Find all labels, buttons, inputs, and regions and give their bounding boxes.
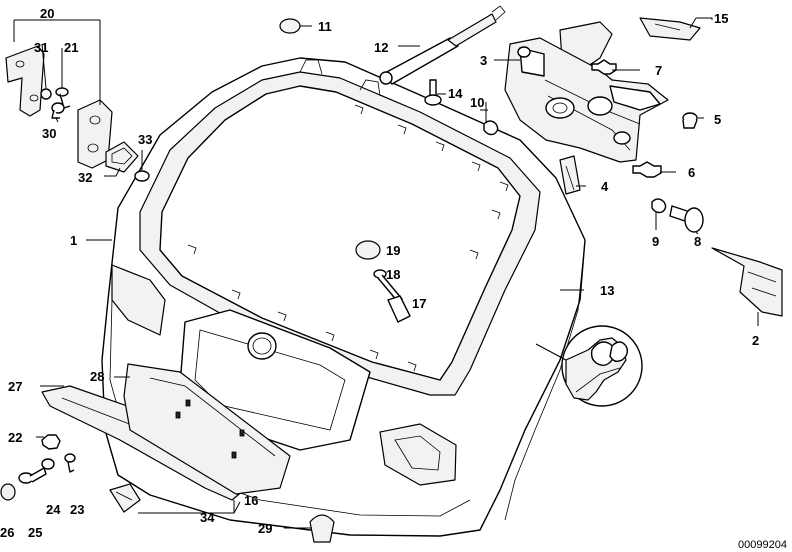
label-26: 26 — [0, 525, 14, 540]
label-12: 12 — [374, 40, 388, 55]
label-32: 32 — [78, 170, 92, 185]
label-25: 25 — [28, 525, 42, 540]
label-7: 7 — [655, 63, 662, 78]
label-30: 30 — [42, 126, 56, 141]
clip-10 — [483, 120, 499, 136]
label-21: 21 — [64, 40, 78, 55]
label-4: 4 — [601, 179, 609, 194]
label-29: 29 — [258, 521, 272, 536]
washer-31 — [40, 88, 52, 100]
label-9: 9 — [652, 234, 659, 249]
leader-lines — [13, 17, 759, 529]
diagram-reference-code: 00099204 — [738, 539, 787, 551]
rubber-buffer-11 — [279, 18, 301, 34]
bolt-30 — [51, 102, 65, 119]
bolt-21 — [55, 87, 71, 109]
label-28: 28 — [90, 369, 104, 384]
screw-25 — [18, 467, 47, 484]
label-22: 22 — [8, 430, 22, 445]
bushing-14 — [424, 79, 442, 106]
part-labels: 20 31 21 30 33 32 1 11 12 3 14 10 15 7 5… — [0, 6, 759, 540]
star-nut-upper — [591, 59, 617, 75]
seal-detail-view — [561, 325, 643, 407]
star-nut-lower — [632, 161, 662, 178]
screw-23 — [64, 453, 76, 473]
washer-24 — [41, 458, 55, 470]
clip-9 — [651, 198, 667, 214]
label-31: 31 — [34, 40, 48, 55]
hinge-bracket-group — [5, 45, 113, 169]
label-3: 3 — [480, 53, 487, 68]
label-2: 2 — [752, 333, 759, 348]
washer-33 — [134, 170, 150, 182]
label-14: 14 — [448, 86, 463, 101]
label-20: 20 — [40, 6, 54, 21]
gasket-32 — [105, 141, 139, 173]
label-23: 23 — [70, 502, 84, 517]
rubber-buffer-29 — [309, 514, 335, 543]
license-plate-holder-28 — [123, 363, 291, 495]
label-13: 13 — [600, 283, 614, 298]
label-24: 24 — [46, 502, 61, 517]
label-17: 17 — [412, 296, 426, 311]
label-27: 27 — [8, 379, 22, 394]
label-11: 11 — [318, 19, 332, 34]
label-10: 10 — [470, 95, 484, 110]
label-1: 1 — [70, 233, 77, 248]
label-8: 8 — [694, 234, 701, 249]
label-15: 15 — [714, 11, 728, 26]
label-19: 19 — [386, 243, 400, 258]
label-6: 6 — [688, 165, 695, 180]
screw-5 — [682, 112, 698, 129]
bracket-4 — [559, 155, 581, 195]
light-cover-34 — [109, 483, 141, 513]
trim-strip-27 — [41, 385, 245, 501]
label-18: 18 — [386, 267, 400, 282]
nut-22 — [41, 434, 61, 450]
hinge-pin-8 — [669, 205, 704, 233]
expanding-nut-17 — [387, 295, 411, 323]
gas-strut — [379, 5, 506, 85]
hinge-plate — [639, 17, 701, 41]
label-33: 33 — [138, 132, 152, 147]
cap-26 — [0, 483, 16, 501]
trim-piece-2 — [711, 247, 783, 317]
label-5: 5 — [714, 112, 721, 127]
label-16: 16 — [244, 493, 258, 508]
label-34: 34 — [200, 510, 215, 525]
hinge-assembly — [504, 21, 669, 163]
grommet-19 — [355, 240, 381, 260]
